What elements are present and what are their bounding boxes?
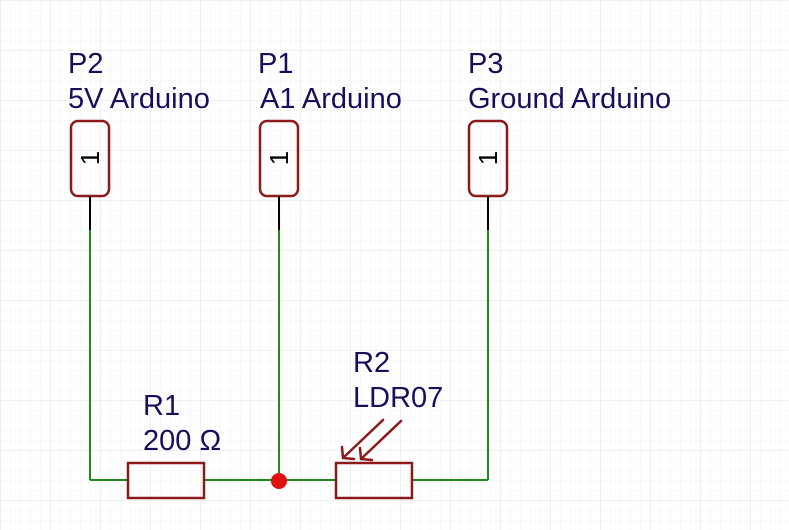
connector-p2-pin-number: 1 [75, 151, 105, 165]
resistor-r1[interactable]: R1 200 Ω [126, 390, 221, 500]
connector-p1[interactable]: P1 A1 Arduino 1 [258, 48, 402, 230]
wires [89, 230, 489, 481]
connector-p3[interactable]: P3 Ground Arduino 1 [467, 48, 671, 230]
junction-dot-icon [271, 473, 287, 489]
light-arrow-icon [340, 418, 403, 462]
connector-p1-value: A1 Arduino [260, 83, 402, 115]
resistor-r2[interactable]: R2 LDR07 [334, 347, 443, 500]
resistor-icon [334, 461, 414, 500]
connector-p2[interactable]: P2 5V Arduino 1 [68, 48, 210, 230]
connector-p3-value: Ground Arduino [468, 83, 671, 115]
connector-p2-value: 5V Arduino [68, 83, 210, 115]
connector-p1-pin-number: 1 [264, 151, 294, 165]
connector-p3-ref: P3 [468, 48, 503, 80]
resistor-icon [126, 461, 206, 500]
resistor-r2-value: LDR07 [353, 382, 443, 414]
resistor-r1-value: 200 Ω [143, 425, 221, 457]
connector-p2-ref: P2 [68, 48, 103, 80]
resistor-r1-ref: R1 [143, 390, 180, 422]
connector-p3-pin-number: 1 [473, 151, 503, 165]
resistor-r2-ref: R2 [353, 347, 390, 379]
connector-p1-ref: P1 [258, 48, 293, 80]
